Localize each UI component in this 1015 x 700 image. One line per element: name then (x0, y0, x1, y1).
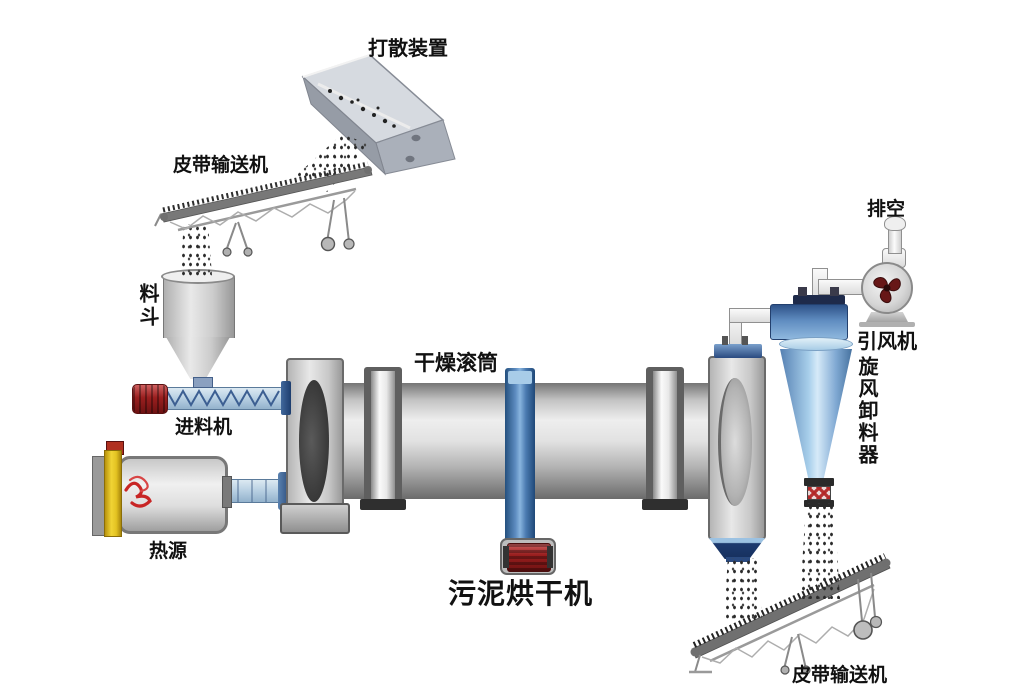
belt-conveyor-top-label: 皮带输送机 (173, 155, 269, 176)
riding-ring-2-base (642, 499, 688, 510)
hopper-outlet (193, 377, 213, 388)
riding-ring-2 (646, 367, 684, 505)
belt-conveyor-bottom (689, 553, 891, 675)
drum-feed-end-cap (299, 380, 329, 502)
riding-ring-1-face (371, 371, 395, 499)
discharge-flange-post-1 (722, 336, 728, 345)
cyclone-top-lid (793, 295, 845, 305)
drum-discharge-end-cap (718, 378, 752, 506)
material-stream-drum-discharge (724, 558, 762, 622)
feeder-flange (281, 381, 291, 415)
riding-ring-2-face (653, 371, 677, 499)
belt-conveyor-bottom-label: 皮带输送机 (792, 665, 888, 686)
burner-yellow-column (104, 450, 122, 537)
cyclone-inlet-box (770, 304, 848, 340)
riding-ring-1 (364, 367, 402, 505)
discharge-cone (709, 538, 765, 559)
cyclone-discharger-label: 旋风卸料器 (855, 356, 877, 466)
cyclone-cone (780, 349, 852, 481)
drive-motor-flange-right (547, 546, 553, 568)
feed-housing-base (280, 503, 350, 534)
cyclone-lid-post-2 (830, 287, 839, 296)
hot-air-pipe-flange-left (222, 476, 232, 508)
drive-motor (507, 543, 551, 572)
discharge-top-flange (714, 344, 762, 358)
feeder-motor-ribs (133, 385, 167, 413)
flame-icon (124, 475, 152, 508)
fan-pedestal (865, 312, 909, 324)
scatter-device-label: 打散装置 (368, 38, 448, 60)
main-title: 污泥烘干机 (448, 578, 594, 609)
hopper-body (163, 276, 235, 338)
girth-gear (505, 368, 535, 544)
feeder-screw (166, 388, 280, 408)
cyclone-lip-ring (779, 337, 853, 351)
drive-motor-ribs (508, 544, 550, 571)
material-stream-conveyor-to-hopper (180, 224, 212, 276)
material-stream-cyclone-discharge (800, 503, 840, 599)
rotary-valve-top-flange (804, 478, 834, 486)
hopper-label: 料斗 (136, 283, 158, 329)
discharge-flange-post-2 (742, 336, 748, 345)
fan-blades-icon (873, 277, 901, 304)
hot-air-pipe-segments (225, 480, 287, 502)
hopper-cone (166, 337, 230, 379)
exhaust-stack-cap (884, 216, 906, 231)
heat-source-label: 热源 (149, 541, 188, 562)
feeder-label: 进料机 (175, 417, 233, 438)
riding-ring-1-base (360, 499, 406, 510)
drying-drum-label: 干燥滚筒 (414, 352, 498, 375)
hot-air-pipe (224, 479, 288, 503)
feeder-screw-tube (164, 387, 284, 410)
rotary-valve (807, 486, 831, 500)
girth-gear-cap (508, 371, 532, 384)
feeder-motor (132, 384, 168, 414)
induced-draft-fan-label: 引风机 (857, 331, 917, 353)
cyclone-lid-post-1 (798, 287, 807, 296)
exhaust-label: 排空 (867, 199, 906, 220)
belt-conveyor-top (154, 161, 373, 257)
fan-foot (859, 322, 915, 327)
drive-motor-flange-left (503, 546, 509, 568)
